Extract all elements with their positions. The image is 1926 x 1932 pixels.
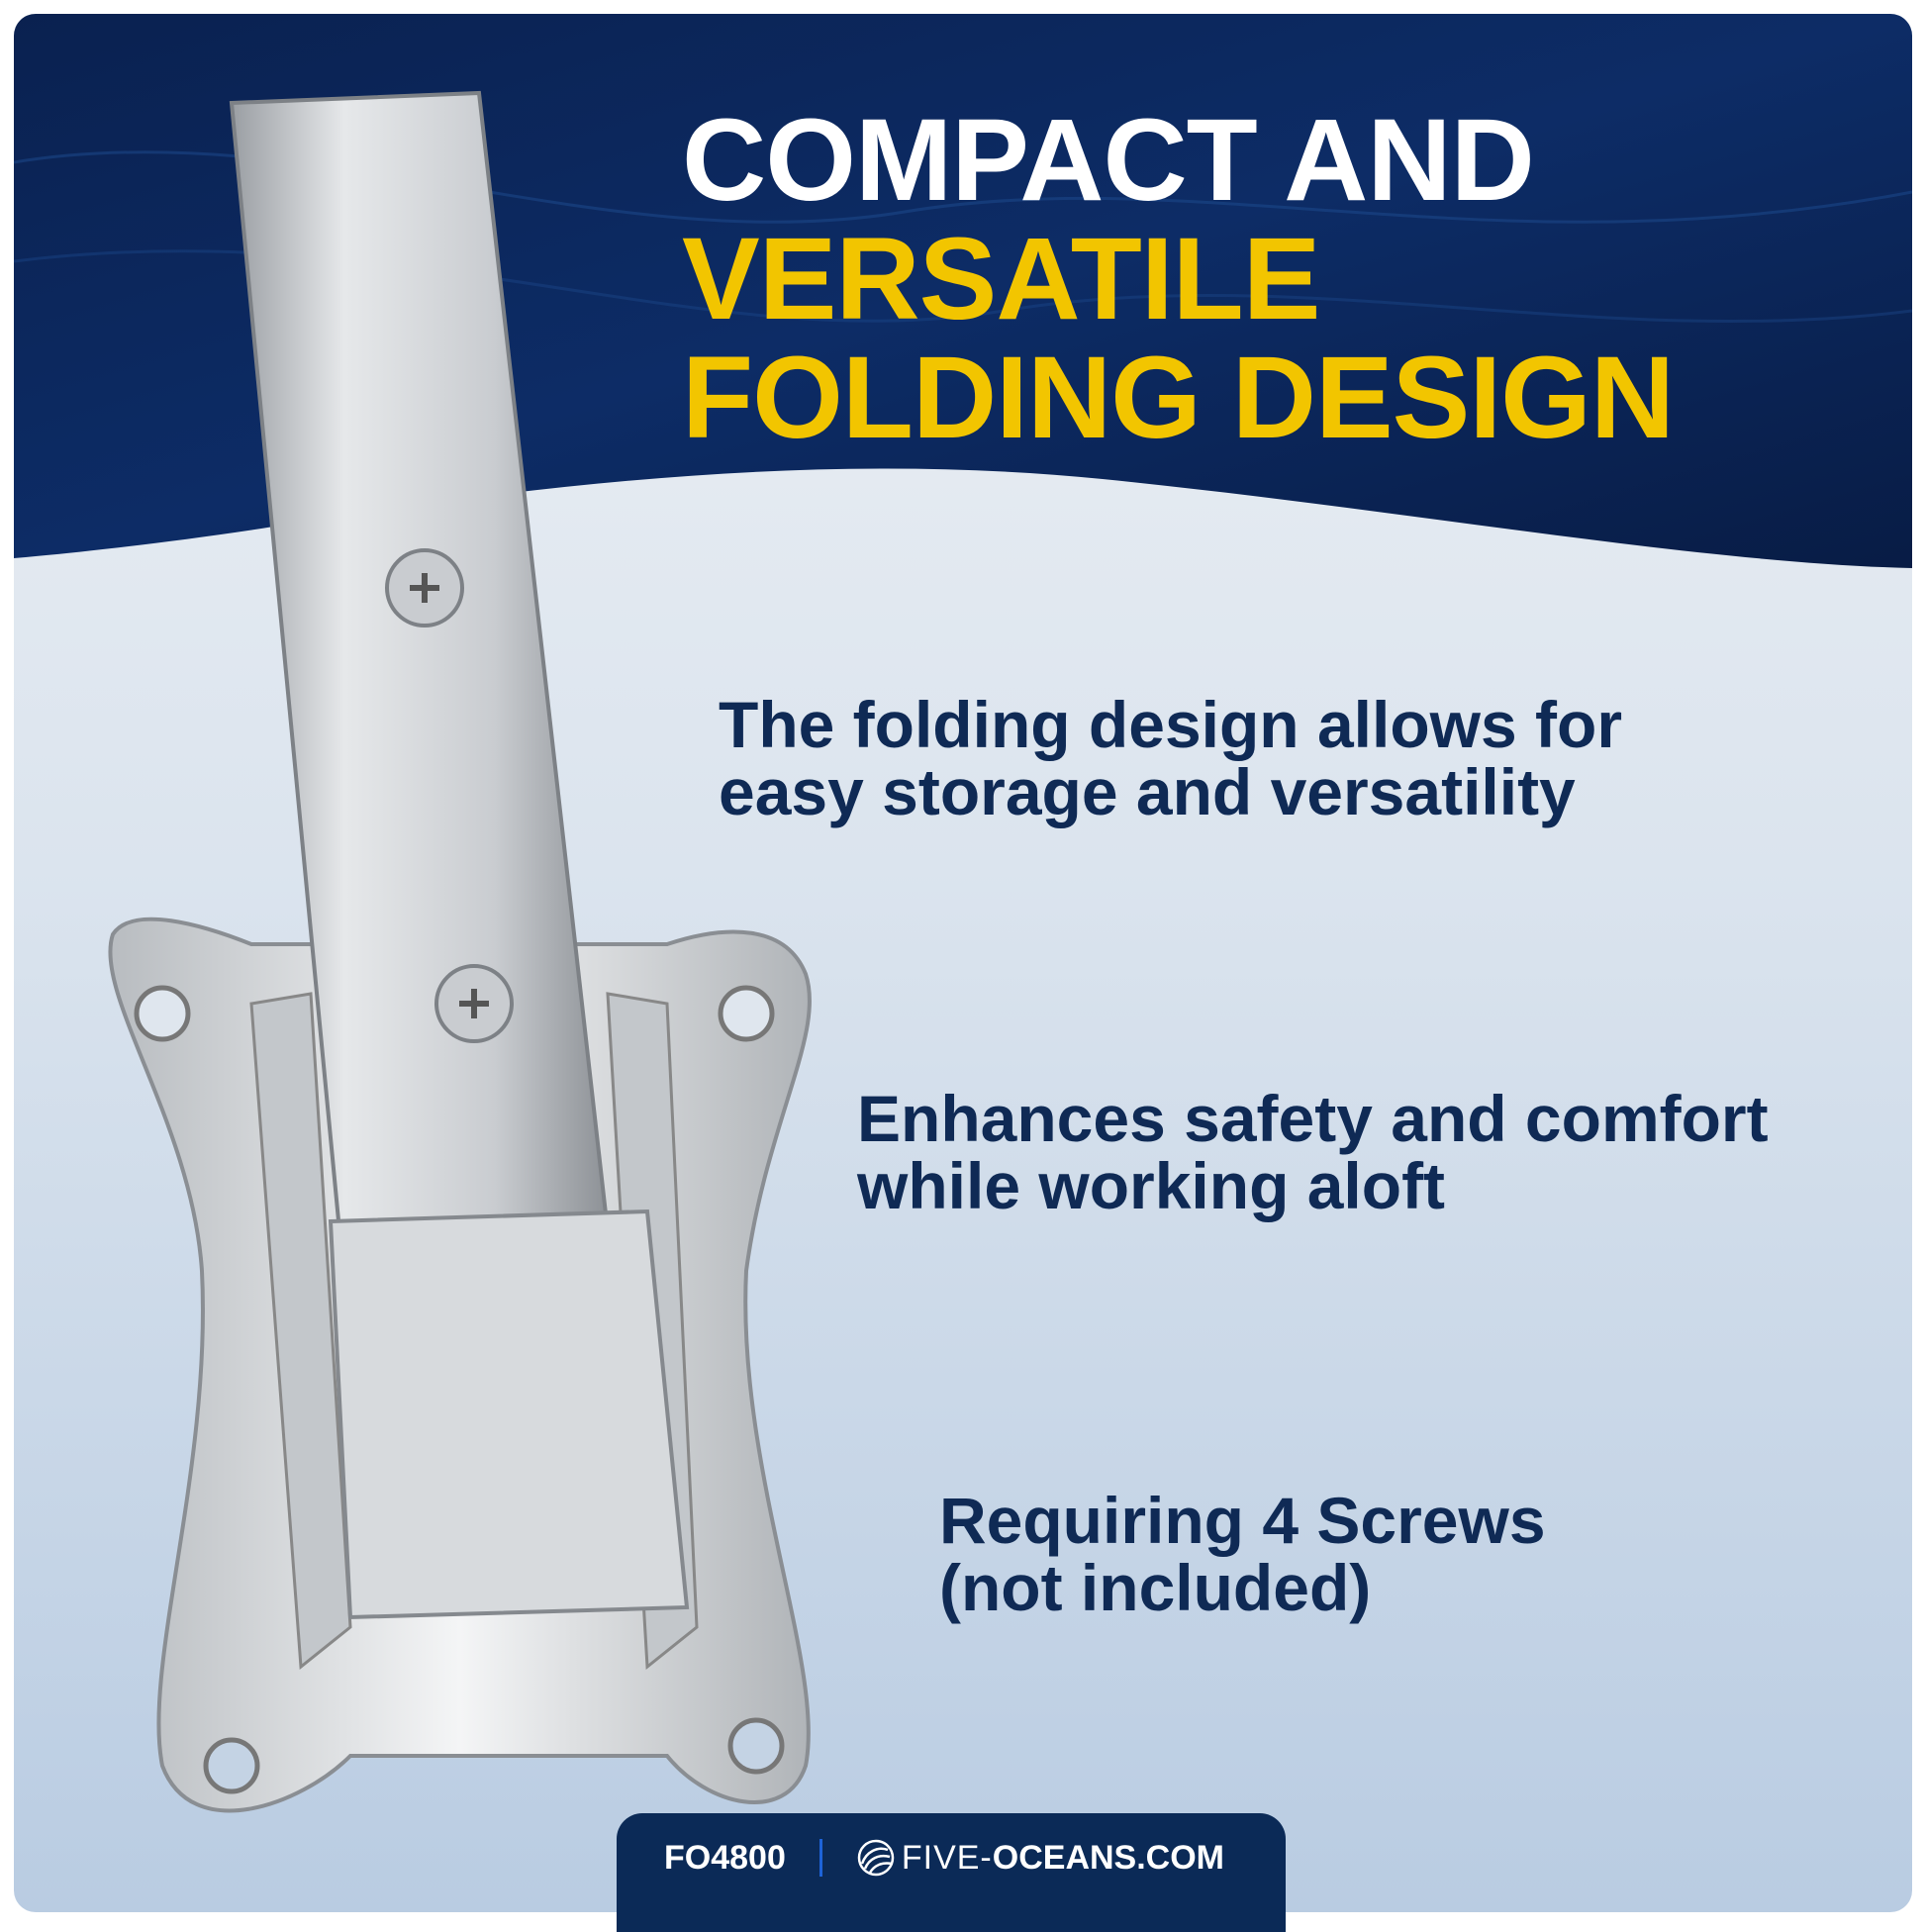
feature-1-line-2: easy storage and versatility	[719, 755, 1576, 828]
feature-3-line-2: (not included)	[939, 1551, 1372, 1624]
feature-1-line-1: The folding design allows for	[719, 688, 1623, 761]
headline-line-2: VERSATILE	[682, 214, 1320, 344]
product-sku: FO4800	[664, 1838, 786, 1877]
feature-2-line-2: while working aloft	[857, 1149, 1446, 1222]
footer-bar: FO4800 FIVE-OCEANS.COM	[617, 1813, 1286, 1932]
footer-divider	[819, 1839, 822, 1877]
brand-link[interactable]: FIVE-OCEANS.COM	[856, 1838, 1224, 1878]
product-card: COMPACT AND VERSATILE FOLDING DESIGN	[14, 14, 1912, 1912]
feature-3-line-1: Requiring 4 Screws	[939, 1484, 1546, 1557]
headline-line-1: COMPACT AND	[682, 95, 1535, 226]
wave-logo-icon	[857, 1839, 895, 1877]
headline-line-3: FOLDING DESIGN	[682, 333, 1675, 463]
brand-bold: OCEANS.COM	[992, 1838, 1224, 1877]
feature-folding-design: The folding design allows for easy stora…	[719, 691, 1622, 825]
folding-hinge-product-image	[108, 90, 812, 1813]
brand-light: FIVE-	[901, 1838, 993, 1877]
headline: COMPACT AND VERSATILE FOLDING DESIGN	[682, 95, 1675, 463]
feature-safety: Enhances safety and comfort while workin…	[857, 1085, 1769, 1219]
feature-2-line-1: Enhances safety and comfort	[857, 1082, 1769, 1155]
feature-screws: Requiring 4 Screws (not included)	[939, 1487, 1546, 1621]
